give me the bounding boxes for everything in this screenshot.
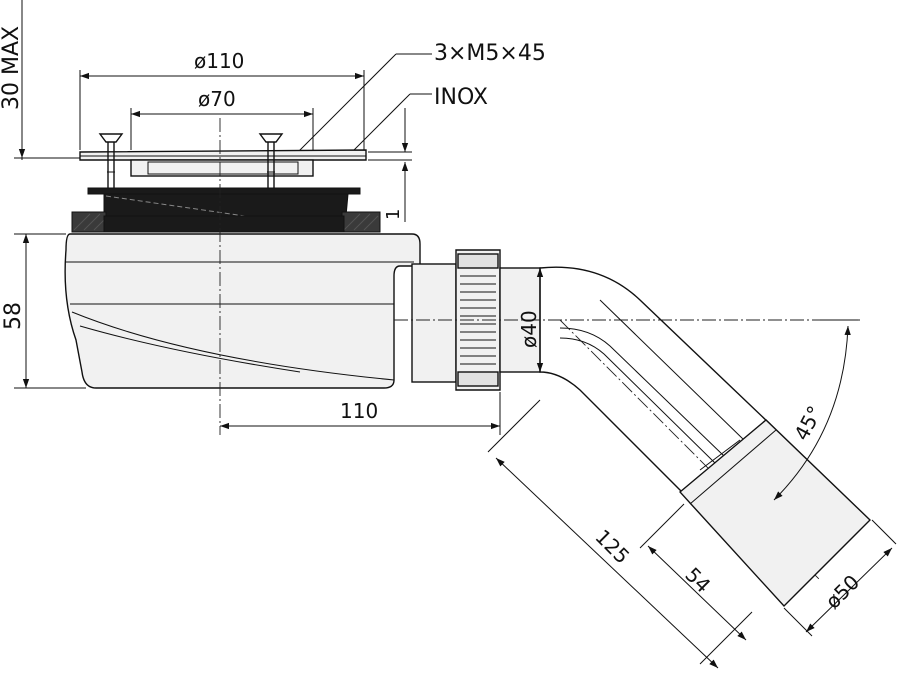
centerline-elbow bbox=[559, 319, 821, 581]
drain-body bbox=[64, 233, 421, 389]
screw-right bbox=[258, 133, 284, 192]
label-screws: 3×M5×45 bbox=[434, 41, 546, 66]
label-grate-diameter: ø70 bbox=[198, 87, 236, 111]
label-socket-diameter: ø50 bbox=[821, 570, 865, 614]
drain-grate-assembly bbox=[71, 133, 381, 233]
label-outlet-offset: 110 bbox=[340, 399, 378, 423]
label-small-dim: 1 bbox=[383, 209, 404, 220]
screw-left bbox=[98, 133, 124, 192]
label-socket-length: 54 bbox=[680, 563, 715, 598]
callout-material: INOX bbox=[349, 85, 488, 155]
callout-screws: 3×M5×45 bbox=[279, 41, 546, 171]
label-angle: 45° bbox=[789, 402, 827, 445]
elbow-pipe bbox=[539, 266, 772, 501]
label-body-height: 58 bbox=[1, 302, 26, 330]
dimension-small: 1 bbox=[368, 108, 412, 222]
dimension-total-length: 125 bbox=[487, 399, 753, 669]
dimension-height-max: 30 MAX bbox=[0, 0, 80, 160]
label-outlet-diameter: ø40 bbox=[517, 310, 541, 348]
gasket-right bbox=[341, 211, 381, 233]
gasket-left bbox=[71, 211, 107, 233]
label-height-max: 30 MAX bbox=[0, 26, 24, 110]
dimension-body-height: 58 bbox=[1, 233, 86, 389]
nut-knurling bbox=[460, 275, 496, 365]
dimension-outlet-offset: 110 bbox=[220, 392, 501, 435]
dimension-grate-diameter: ø70 bbox=[130, 87, 314, 150]
dimension-flange-diameter: ø110 bbox=[79, 49, 365, 150]
label-material: INOX bbox=[434, 85, 488, 110]
label-flange-diameter: ø110 bbox=[194, 49, 244, 73]
label-total-length: 125 bbox=[590, 525, 634, 569]
